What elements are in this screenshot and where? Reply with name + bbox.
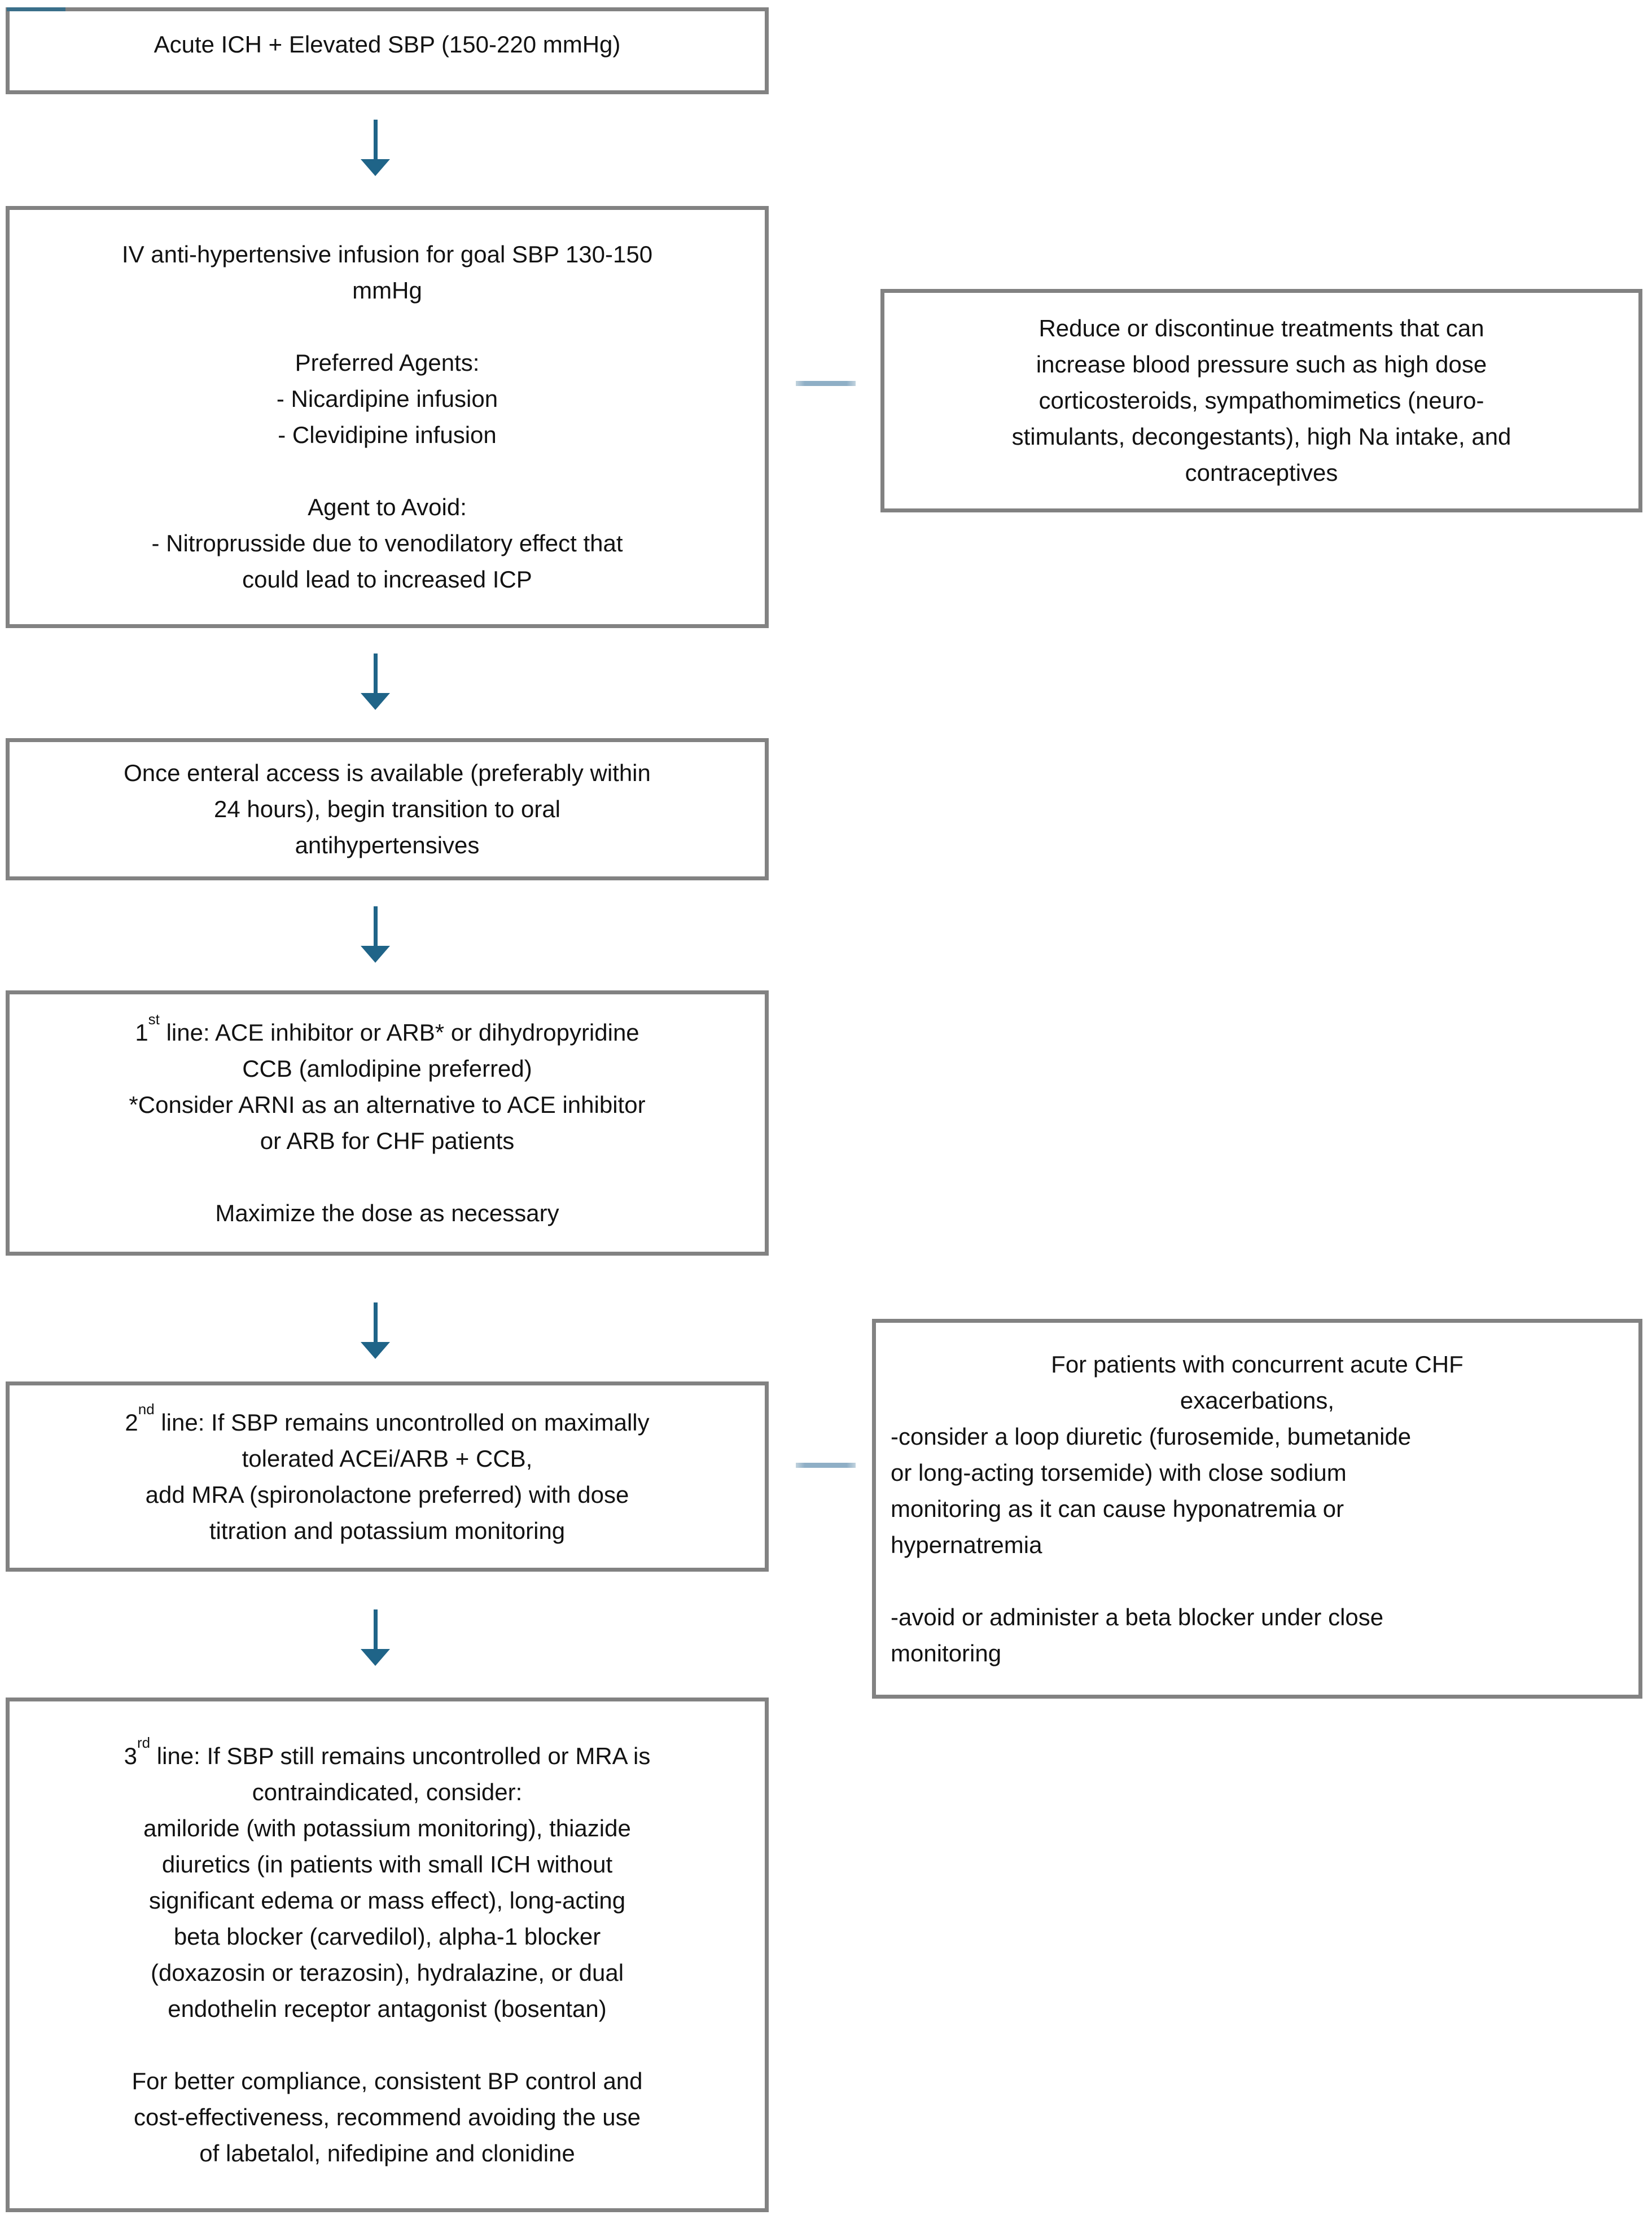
text-line: 24 hours), begin transition to oral <box>213 796 561 822</box>
text-line: increase blood pressure such as high dos… <box>1036 351 1487 378</box>
flow-arrow-4 <box>361 1302 390 1360</box>
box-acute-ich-text: Acute ICH + Elevated SBP (150-220 mmHg) <box>10 27 765 75</box>
paragraph: Once enteral access is available (prefer… <box>20 755 755 863</box>
paragraph: Preferred Agents: - Nicardipine infusion -… <box>20 345 755 453</box>
text-line: contraindicated, consider: <box>252 1779 523 1805</box>
box-second-line: 2nd line: If SBP remains uncontrolled on… <box>6 1381 769 1572</box>
paragraph: 3rd line: If SBP still remains uncontrol… <box>20 1734 755 2027</box>
connector-line-2 <box>796 1463 856 1468</box>
text-line: endothelin receptor antagonist (bosentan… <box>168 1995 607 2022</box>
text-line: titration and potassium monitoring <box>209 1517 566 1544</box>
paragraph: For better compliance, consistent BP con… <box>20 2063 755 2172</box>
box-iv-antihypertensive-infusion: IV anti-hypertensive infusion for goal S… <box>6 206 769 628</box>
text-line: amiloride (with potassium monitoring), t… <box>143 1815 631 1841</box>
text-line: For better compliance, consistent BP con… <box>132 2068 643 2094</box>
side-box-reduce-treatments: Reduce or discontinue treatments that ca… <box>880 289 1642 512</box>
arrow-shaft <box>374 906 378 947</box>
text-line: Preferred Agents: <box>295 349 480 376</box>
paragraph: Agent to Avoid: - Nitroprusside due to ve… <box>20 489 755 598</box>
text-line: could lead to increased ICP <box>242 566 532 593</box>
text-line: - Nicardipine infusion <box>276 385 498 412</box>
accent-dash <box>7 7 65 11</box>
box-acute-ich-elevated-sbp: Acute ICH + Elevated SBP (150-220 mmHg) <box>6 7 769 94</box>
paragraph: IV anti-hypertensive infusion for goal S… <box>20 236 755 309</box>
text-line: Once enteral access is available (prefer… <box>124 760 651 786</box>
paragraph: For patients with concurrent acute CHF ex… <box>886 1346 1628 1419</box>
flow-arrow-3 <box>361 906 390 964</box>
text-line: CCB (amlodipine preferred) <box>242 1055 532 1082</box>
text-line: exacerbations, <box>1180 1387 1335 1414</box>
arrow-head-icon <box>361 1342 390 1359</box>
arrow-head-icon <box>361 693 390 710</box>
text-line: *Consider ARNI as an alternative to ACE … <box>129 1091 646 1118</box>
box-first-line-text: 1st line: ACE inhibitor or ARB* or dihyd… <box>10 1011 765 1231</box>
side-box-reduce-treatments-text: Reduce or discontinue treatments that ca… <box>884 310 1638 491</box>
arrow-shaft <box>374 1609 378 1650</box>
text-line: IV anti-hypertensive infusion for goal S… <box>121 241 653 267</box>
text-line: 3rd line: If SBP still remains uncontrol… <box>124 1734 651 1769</box>
flow-arrow-5 <box>361 1609 390 1667</box>
arrow-head-icon <box>361 1649 390 1666</box>
text-line: tolerated ACEi/ARB + CCB, <box>242 1445 533 1472</box>
text-line: cost-effectiveness, recommend avoiding t… <box>133 2104 641 2130</box>
text-line: add MRA (spironolactone preferred) with … <box>145 1481 629 1508</box>
paragraph: -consider a loop diuretic (furosemide, b… <box>886 1419 1628 1563</box>
box-enteral-transition-text: Once enteral access is available (prefer… <box>10 755 765 863</box>
text-line: 1st line: ACE inhibitor or ARB* or dihyd… <box>135 1011 639 1046</box>
arrow-head-icon <box>361 946 390 963</box>
paragraph: 1st line: ACE inhibitor or ARB* or dihyd… <box>20 1011 755 1159</box>
arrow-shaft <box>374 120 378 160</box>
text-line: or ARB for CHF patients <box>260 1128 515 1154</box>
paragraph: Maximize the dose as necessary <box>20 1195 755 1231</box>
text-line: Reduce or discontinue treatments that ca… <box>1038 315 1484 341</box>
text-line: mmHg <box>352 277 422 304</box>
paragraph: Acute ICH + Elevated SBP (150-220 mmHg) <box>20 27 755 63</box>
text-line: corticosteroids, sympathomimetics (neuro… <box>1038 387 1484 414</box>
arrow-shaft <box>374 653 378 694</box>
box-first-line: 1st line: ACE inhibitor or ARB* or dihyd… <box>6 990 769 1256</box>
flow-arrow-2 <box>361 653 390 711</box>
text-line: monitoring <box>891 1639 1002 1666</box>
paragraph: 2nd line: If SBP remains uncontrolled on… <box>20 1400 755 1549</box>
text-line: Maximize the dose as necessary <box>215 1200 559 1226</box>
text-line: stimulants, decongestants), high Na inta… <box>1011 423 1511 450</box>
text-line: beta blocker (carvedilol), alpha-1 block… <box>173 1923 601 1950</box>
box-second-line-text: 2nd line: If SBP remains uncontrolled on… <box>10 1400 765 1549</box>
side-box-chf-exacerbations: For patients with concurrent acute CHF ex… <box>872 1319 1642 1699</box>
text-line: antihypertensives <box>295 832 480 858</box>
connector-line-1 <box>796 381 856 386</box>
flow-arrow-1 <box>361 120 390 177</box>
text-line: significant edema or mass effect), long-… <box>148 1887 626 1914</box>
text-line: Agent to Avoid: <box>308 494 467 520</box>
side-box-chf-exacerbations-text: For patients with concurrent acute CHF ex… <box>876 1346 1638 1672</box>
text-line: - Clevidipine infusion <box>278 422 497 448</box>
box-enteral-transition: Once enteral access is available (prefer… <box>6 738 769 880</box>
paragraph: Reduce or discontinue treatments that ca… <box>895 310 1628 491</box>
text-line: monitoring as it can cause hyponatremia … <box>891 1495 1344 1522</box>
text-line: or long-acting torsemide) with close sod… <box>891 1459 1347 1486</box>
text-line: For patients with concurrent acute CHF <box>1051 1350 1463 1378</box>
text-line: of labetalol, nifedipine and clonidine <box>199 2140 575 2166</box>
text-line: -consider a loop diuretic (furosemide, b… <box>891 1423 1412 1450</box>
text-line: hypernatremia <box>891 1531 1042 1558</box>
box-third-line: 3rd line: If SBP still remains uncontrol… <box>6 1698 769 2212</box>
box-iv-infusion-text: IV anti-hypertensive infusion for goal S… <box>10 236 765 598</box>
text-line: 2nd line: If SBP remains uncontrolled on… <box>125 1400 650 1436</box>
text-line: (doxazosin or terazosin), hydralazine, o… <box>150 1959 624 1986</box>
box-third-line-text: 3rd line: If SBP still remains uncontrol… <box>10 1734 765 2172</box>
text-line: Acute ICH + Elevated SBP (150-220 mmHg) <box>154 31 621 58</box>
text-line: -avoid or administer a beta blocker unde… <box>891 1603 1384 1630</box>
text-line: - Nitroprusside due to venodilatory effe… <box>151 530 623 556</box>
paragraph: -avoid or administer a beta blocker unde… <box>886 1599 1628 1672</box>
arrow-head-icon <box>361 159 390 176</box>
text-line: contraceptives <box>1185 459 1338 486</box>
arrow-shaft <box>374 1302 378 1343</box>
text-line: diuretics (in patients with small ICH wi… <box>161 1851 613 1878</box>
